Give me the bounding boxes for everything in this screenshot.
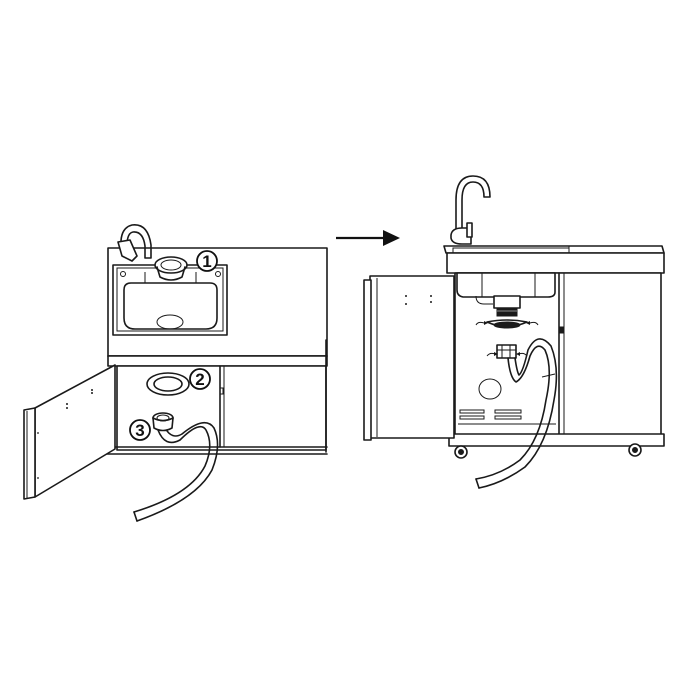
countertop-right xyxy=(443,245,665,274)
callout-2-label: 2 xyxy=(195,370,204,389)
drain-nut-installed xyxy=(486,344,528,359)
faucet-installed xyxy=(450,175,491,245)
faucet-base xyxy=(117,224,152,262)
drain-hose-left xyxy=(133,421,219,522)
direction-arrow xyxy=(336,230,400,246)
callout-3: 3 xyxy=(129,419,151,441)
sink-strainer-part xyxy=(154,256,188,281)
callout-2: 2 xyxy=(189,368,211,390)
cabinet-door-left xyxy=(23,364,116,500)
strainer-installed xyxy=(493,295,521,317)
cabinet-door-right-open xyxy=(363,275,455,441)
sink-bowl-underside xyxy=(456,272,556,305)
cabinet-vent-slots xyxy=(458,378,556,425)
drain-nut-part xyxy=(152,412,174,432)
callout-3-label: 3 xyxy=(135,421,144,440)
cabinet-body-right xyxy=(448,272,665,447)
gasket-part xyxy=(146,372,190,396)
gasket-installed xyxy=(475,319,539,329)
caster-wheels xyxy=(454,443,642,459)
callout-1: 1 xyxy=(196,250,218,272)
callout-1-label: 1 xyxy=(202,252,211,271)
sink-basin xyxy=(112,264,228,336)
drain-hose-right xyxy=(475,338,558,489)
